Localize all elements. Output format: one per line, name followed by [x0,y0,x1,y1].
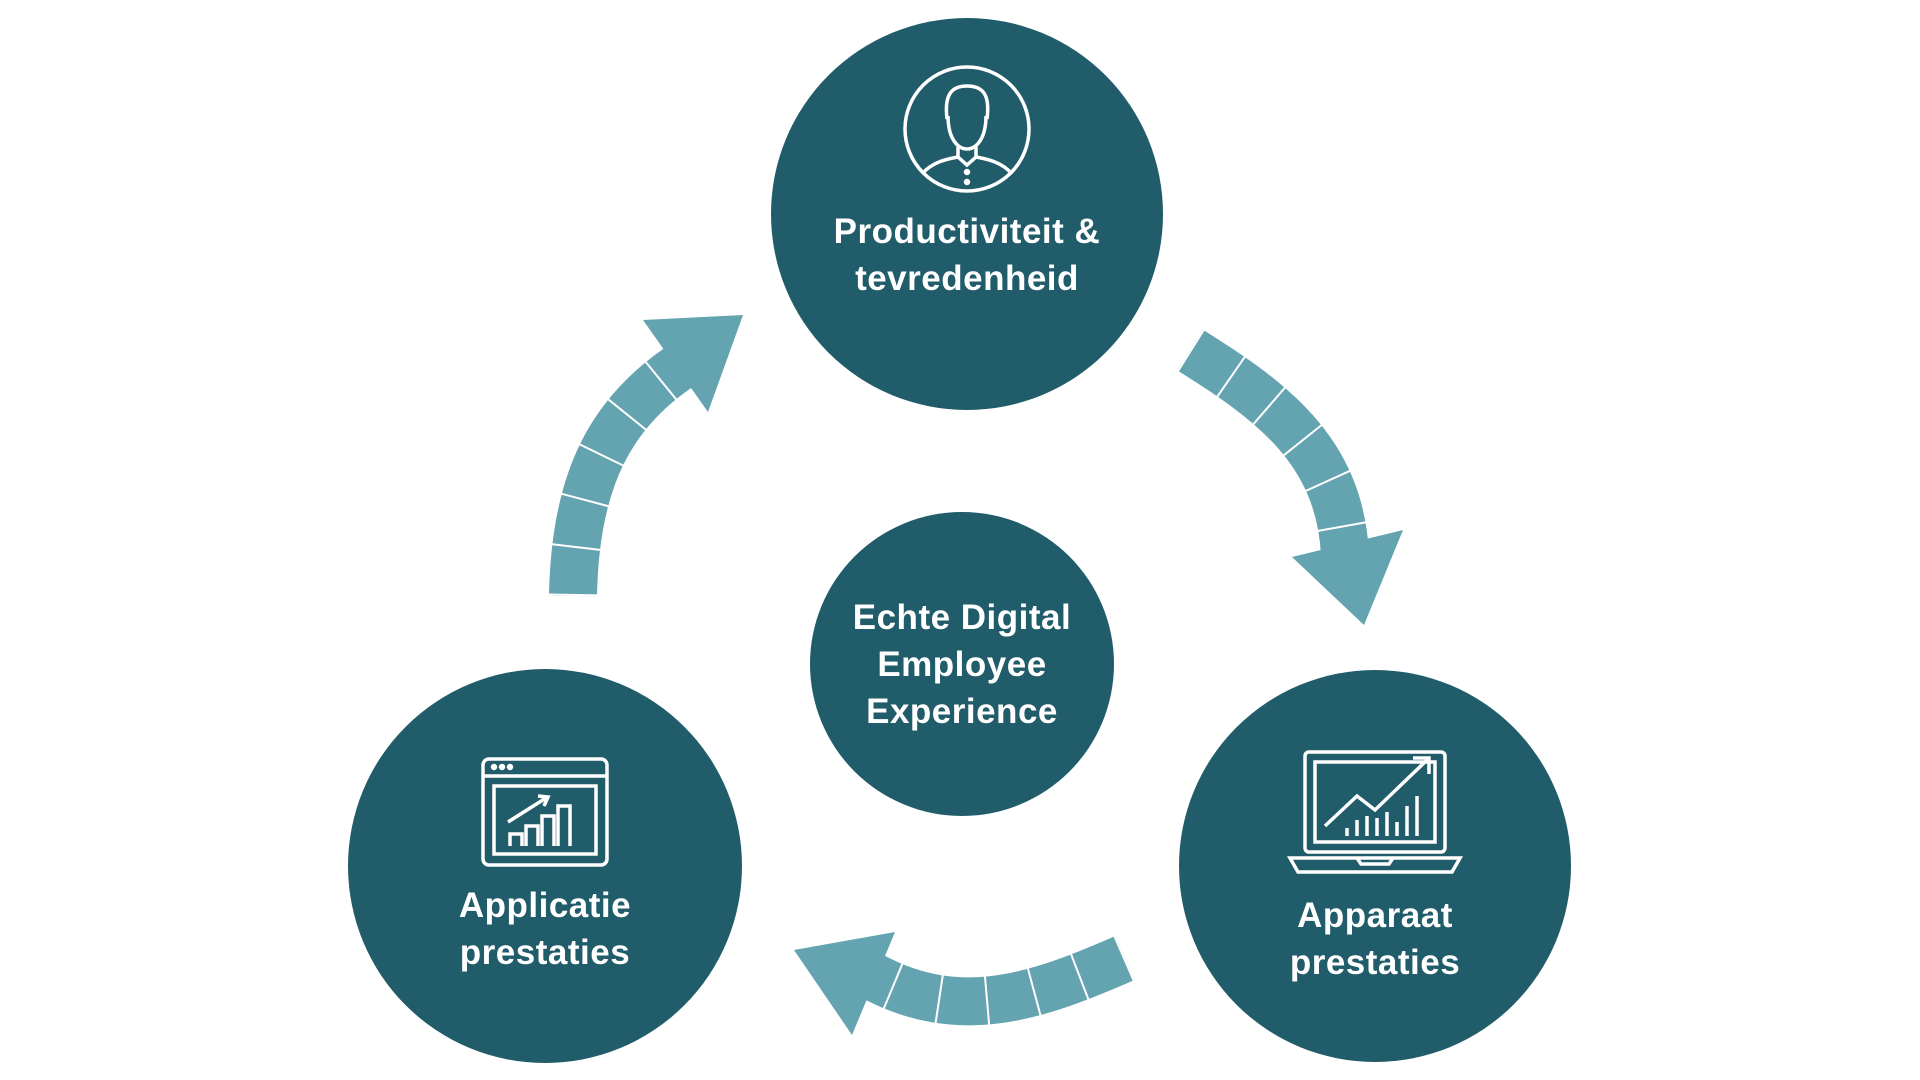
node-application-label: Applicatie prestaties [458,886,632,972]
node-center-label: Echte Digital Employee Experience [852,597,1072,731]
laptop-chart-icon [1287,750,1463,874]
node-device: Apparaat prestaties [1179,670,1571,1062]
app-chart-icon [481,757,609,867]
arrow-left-to-top [548,315,743,597]
node-center: Echte Digital Employee Experience [810,512,1114,816]
person-icon [903,65,1031,193]
node-productivity-label: Productiviteit & tevredenheid [833,212,1101,298]
node-application: Applicatie prestaties [348,669,742,1063]
node-productivity: Productiviteit & tevredenheid [771,18,1163,410]
node-device-label: Apparaat prestaties [1289,896,1461,982]
arrow-right-to-left [794,932,1135,1035]
arrow-top-to-right [1176,328,1403,625]
